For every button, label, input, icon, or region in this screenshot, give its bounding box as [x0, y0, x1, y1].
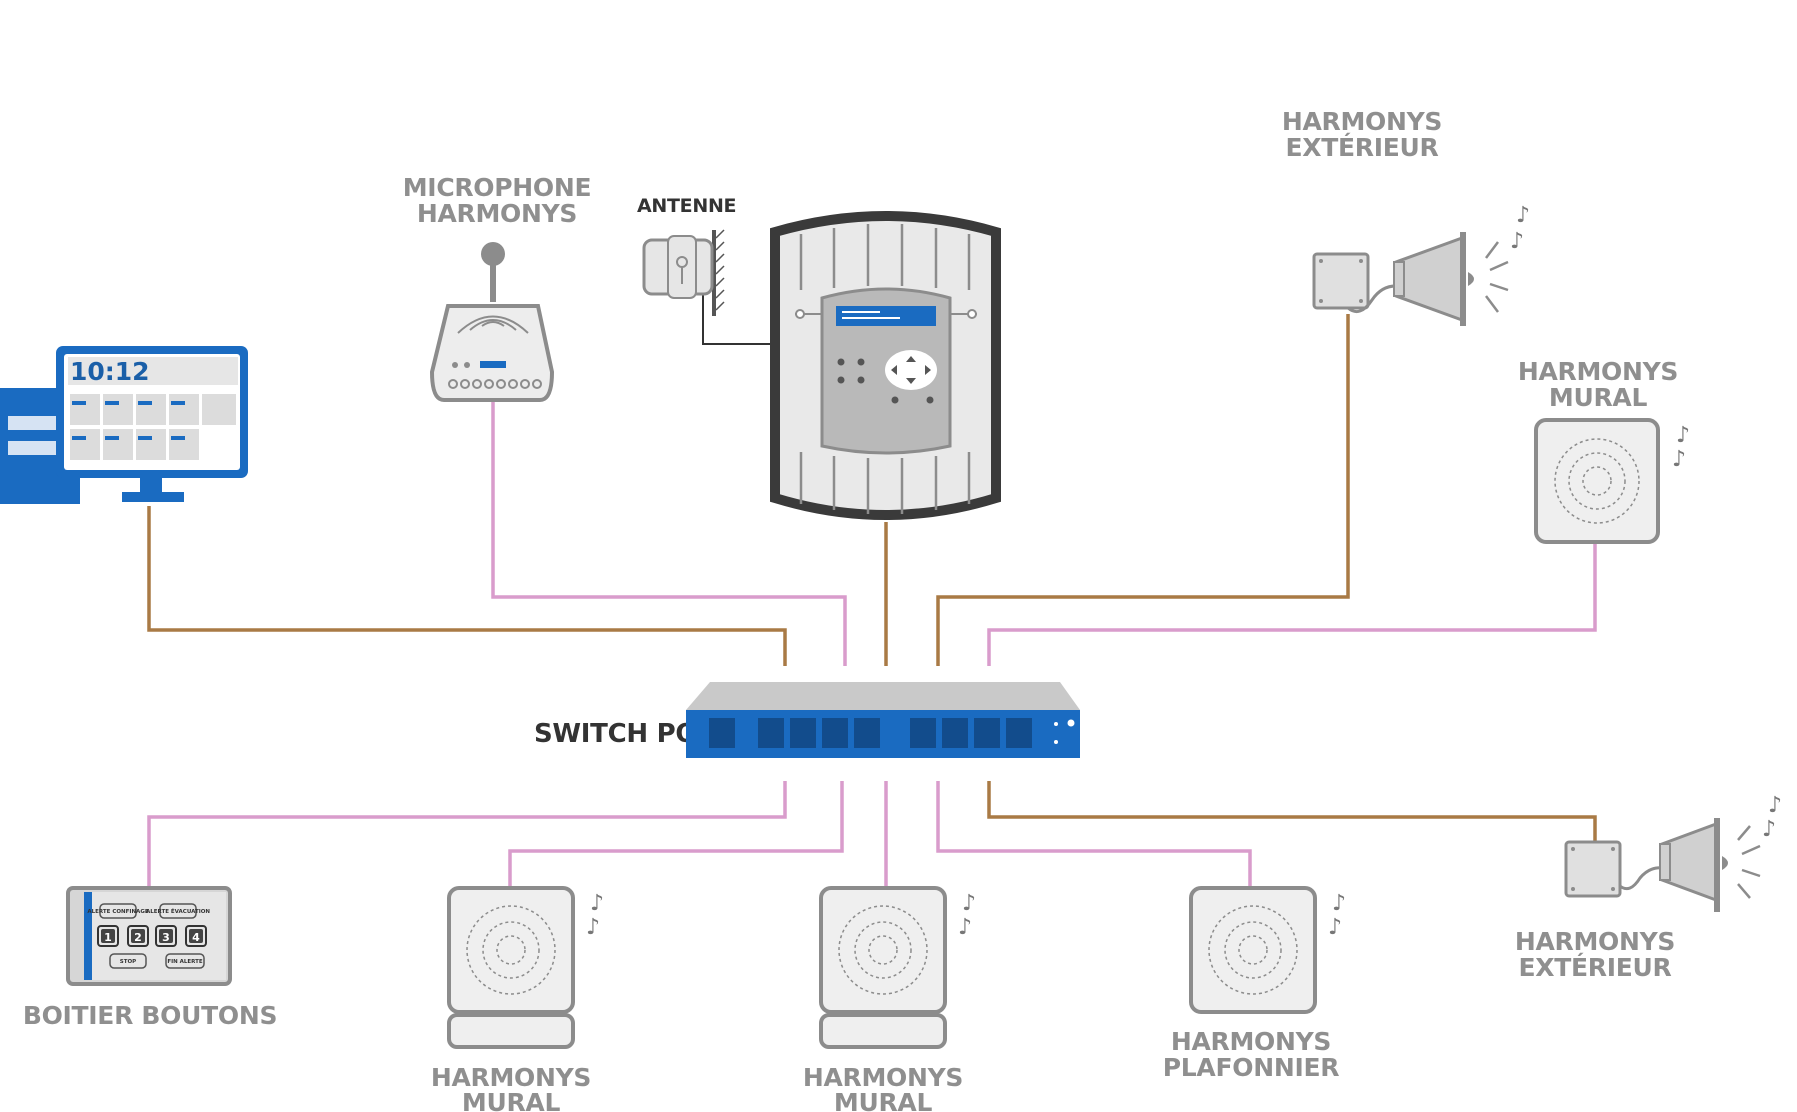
music-note-icon: ♪ [1676, 423, 1690, 448]
connection-lines [147, 290, 1597, 888]
screen-time: 10:12 [70, 357, 150, 386]
line-switch-exterieur-bottom [987, 781, 1597, 845]
music-note-icon: ♪ [1328, 915, 1342, 940]
music-note-icon: ♪ [590, 891, 604, 916]
switch-ports [709, 718, 1032, 748]
music-note-icon: ♪ [958, 915, 972, 940]
microphone-label-line1: MICROPHONE [403, 173, 592, 202]
line-switch-plafonnier [936, 781, 1252, 888]
mural-right-label-line2: MURAL [1549, 383, 1648, 412]
microphone-display [480, 361, 506, 368]
line-switch-mural-1 [508, 781, 844, 888]
microphone-stem [490, 262, 496, 302]
computer-workstation: 10:12 [0, 346, 248, 504]
antenna-wall [712, 230, 716, 316]
central-unit-display [836, 306, 936, 326]
stop-label: STOP [120, 959, 136, 965]
music-note-icon: ♪ [1516, 203, 1530, 228]
music-note-icon: ♪ [1332, 891, 1346, 916]
music-note-icon: ♪ [1768, 793, 1782, 818]
stop-button[interactable] [109, 953, 147, 969]
fin-alerte-button[interactable] [165, 953, 205, 969]
number-button-4-label: 4 [192, 931, 200, 944]
exterieur-top-device: HARMONYS EXTÉRIEUR ♪ ♪ [1282, 107, 1530, 326]
plafonnier-label-line1: HARMONYS [1171, 1027, 1331, 1056]
line-exterieur-top-switch [936, 314, 1350, 666]
central-unit-navpad [885, 350, 937, 390]
mural-bottom-2-label-line2: MURAL [834, 1088, 933, 1112]
mural-bottom-2-label-line1: HARMONYS [803, 1063, 963, 1092]
line-switch-boitier [147, 781, 787, 888]
switch-poe: SWITCH POE [534, 682, 1080, 758]
line-microphone-switch [491, 402, 847, 666]
exterieur-bottom-device: ♪ ♪ HARMONYS EXTÉRIEUR [1515, 793, 1782, 982]
screen-calendar-grid [70, 394, 236, 460]
switch-top [686, 682, 1080, 710]
mural-speaker-base [819, 1013, 947, 1049]
mural-bottom-1-label-line2: MURAL [462, 1088, 561, 1112]
mural-bottom-1-device: ♪ ♪ HARMONYS MURAL [431, 886, 604, 1112]
central-unit [770, 211, 1001, 520]
mural-speaker-base [447, 1013, 575, 1049]
microphone-head [481, 242, 505, 266]
screen-calendar-marks [72, 401, 185, 440]
junction-box [1312, 252, 1370, 310]
mural-right-label-line1: HARMONYS [1518, 357, 1678, 386]
plafonnier-device: ♪ ♪ HARMONYS PLAFONNIER [1163, 886, 1346, 1082]
plafonnier-label-line2: PLAFONNIER [1163, 1053, 1339, 1082]
line-antenna-central [702, 290, 775, 345]
button-box-label: BOITIER BOUTONS [23, 1001, 277, 1030]
fin-alerte-label: FIN ALERTE [167, 959, 203, 965]
screen-header [68, 357, 238, 385]
mural-speaker [1534, 418, 1660, 544]
music-note-icon: ♪ [1762, 817, 1776, 842]
microphone-label-line2: HARMONYS [417, 199, 577, 228]
music-note-icon: ♪ [586, 915, 600, 940]
junction-box [1564, 840, 1622, 898]
microphone-buttons [448, 379, 542, 389]
mural-bottom-1-label-line1: HARMONYS [431, 1063, 591, 1092]
music-note-icon: ♪ [1510, 229, 1524, 254]
monitor-base [122, 492, 184, 502]
number-button-1-label: 1 [104, 931, 112, 944]
number-buttons: 1 2 3 4 [97, 925, 207, 947]
monitor-stand [140, 478, 162, 494]
button-box-device: ALERTE CONFINAGE ALERTE ÉVACUATION 1 2 3… [23, 886, 277, 1030]
exterieur-bottom-label-line1: HARMONYS [1515, 927, 1675, 956]
antenna-label: ANTENNE [637, 195, 736, 217]
alert-confinement-label: ALERTE CONFINAGE [87, 909, 148, 915]
mural-right-device: HARMONYS MURAL ♪ ♪ [1518, 357, 1690, 544]
alert-evacuation-label: ALERTE ÉVACUATION [146, 907, 210, 915]
exterieur-bottom-label-line2: EXTÉRIEUR [1519, 953, 1672, 982]
number-button-3-label: 3 [162, 931, 170, 944]
music-note-icon: ♪ [962, 891, 976, 916]
microphone-device: MICROPHONE HARMONYS [403, 173, 592, 402]
line-mural-right-switch [987, 544, 1597, 666]
line-computer-switch [147, 506, 787, 666]
horn-speaker [1394, 235, 1464, 323]
mural-bottom-2-device: ♪ ♪ HARMONYS MURAL [803, 886, 976, 1112]
exterieur-top-label-line2: EXTÉRIEUR [1286, 133, 1439, 162]
tower-slot [8, 441, 56, 455]
tower-slot [8, 416, 56, 430]
exterieur-top-label-line1: HARMONYS [1282, 107, 1442, 136]
alert-confinement-button[interactable] [99, 903, 137, 919]
number-button-2-label: 2 [134, 931, 142, 944]
alert-evacuation-button[interactable] [159, 903, 197, 919]
music-note-icon: ♪ [1672, 447, 1686, 472]
antenna-device: ANTENNE [637, 195, 737, 316]
switch-label: SWITCH POE [534, 719, 715, 749]
